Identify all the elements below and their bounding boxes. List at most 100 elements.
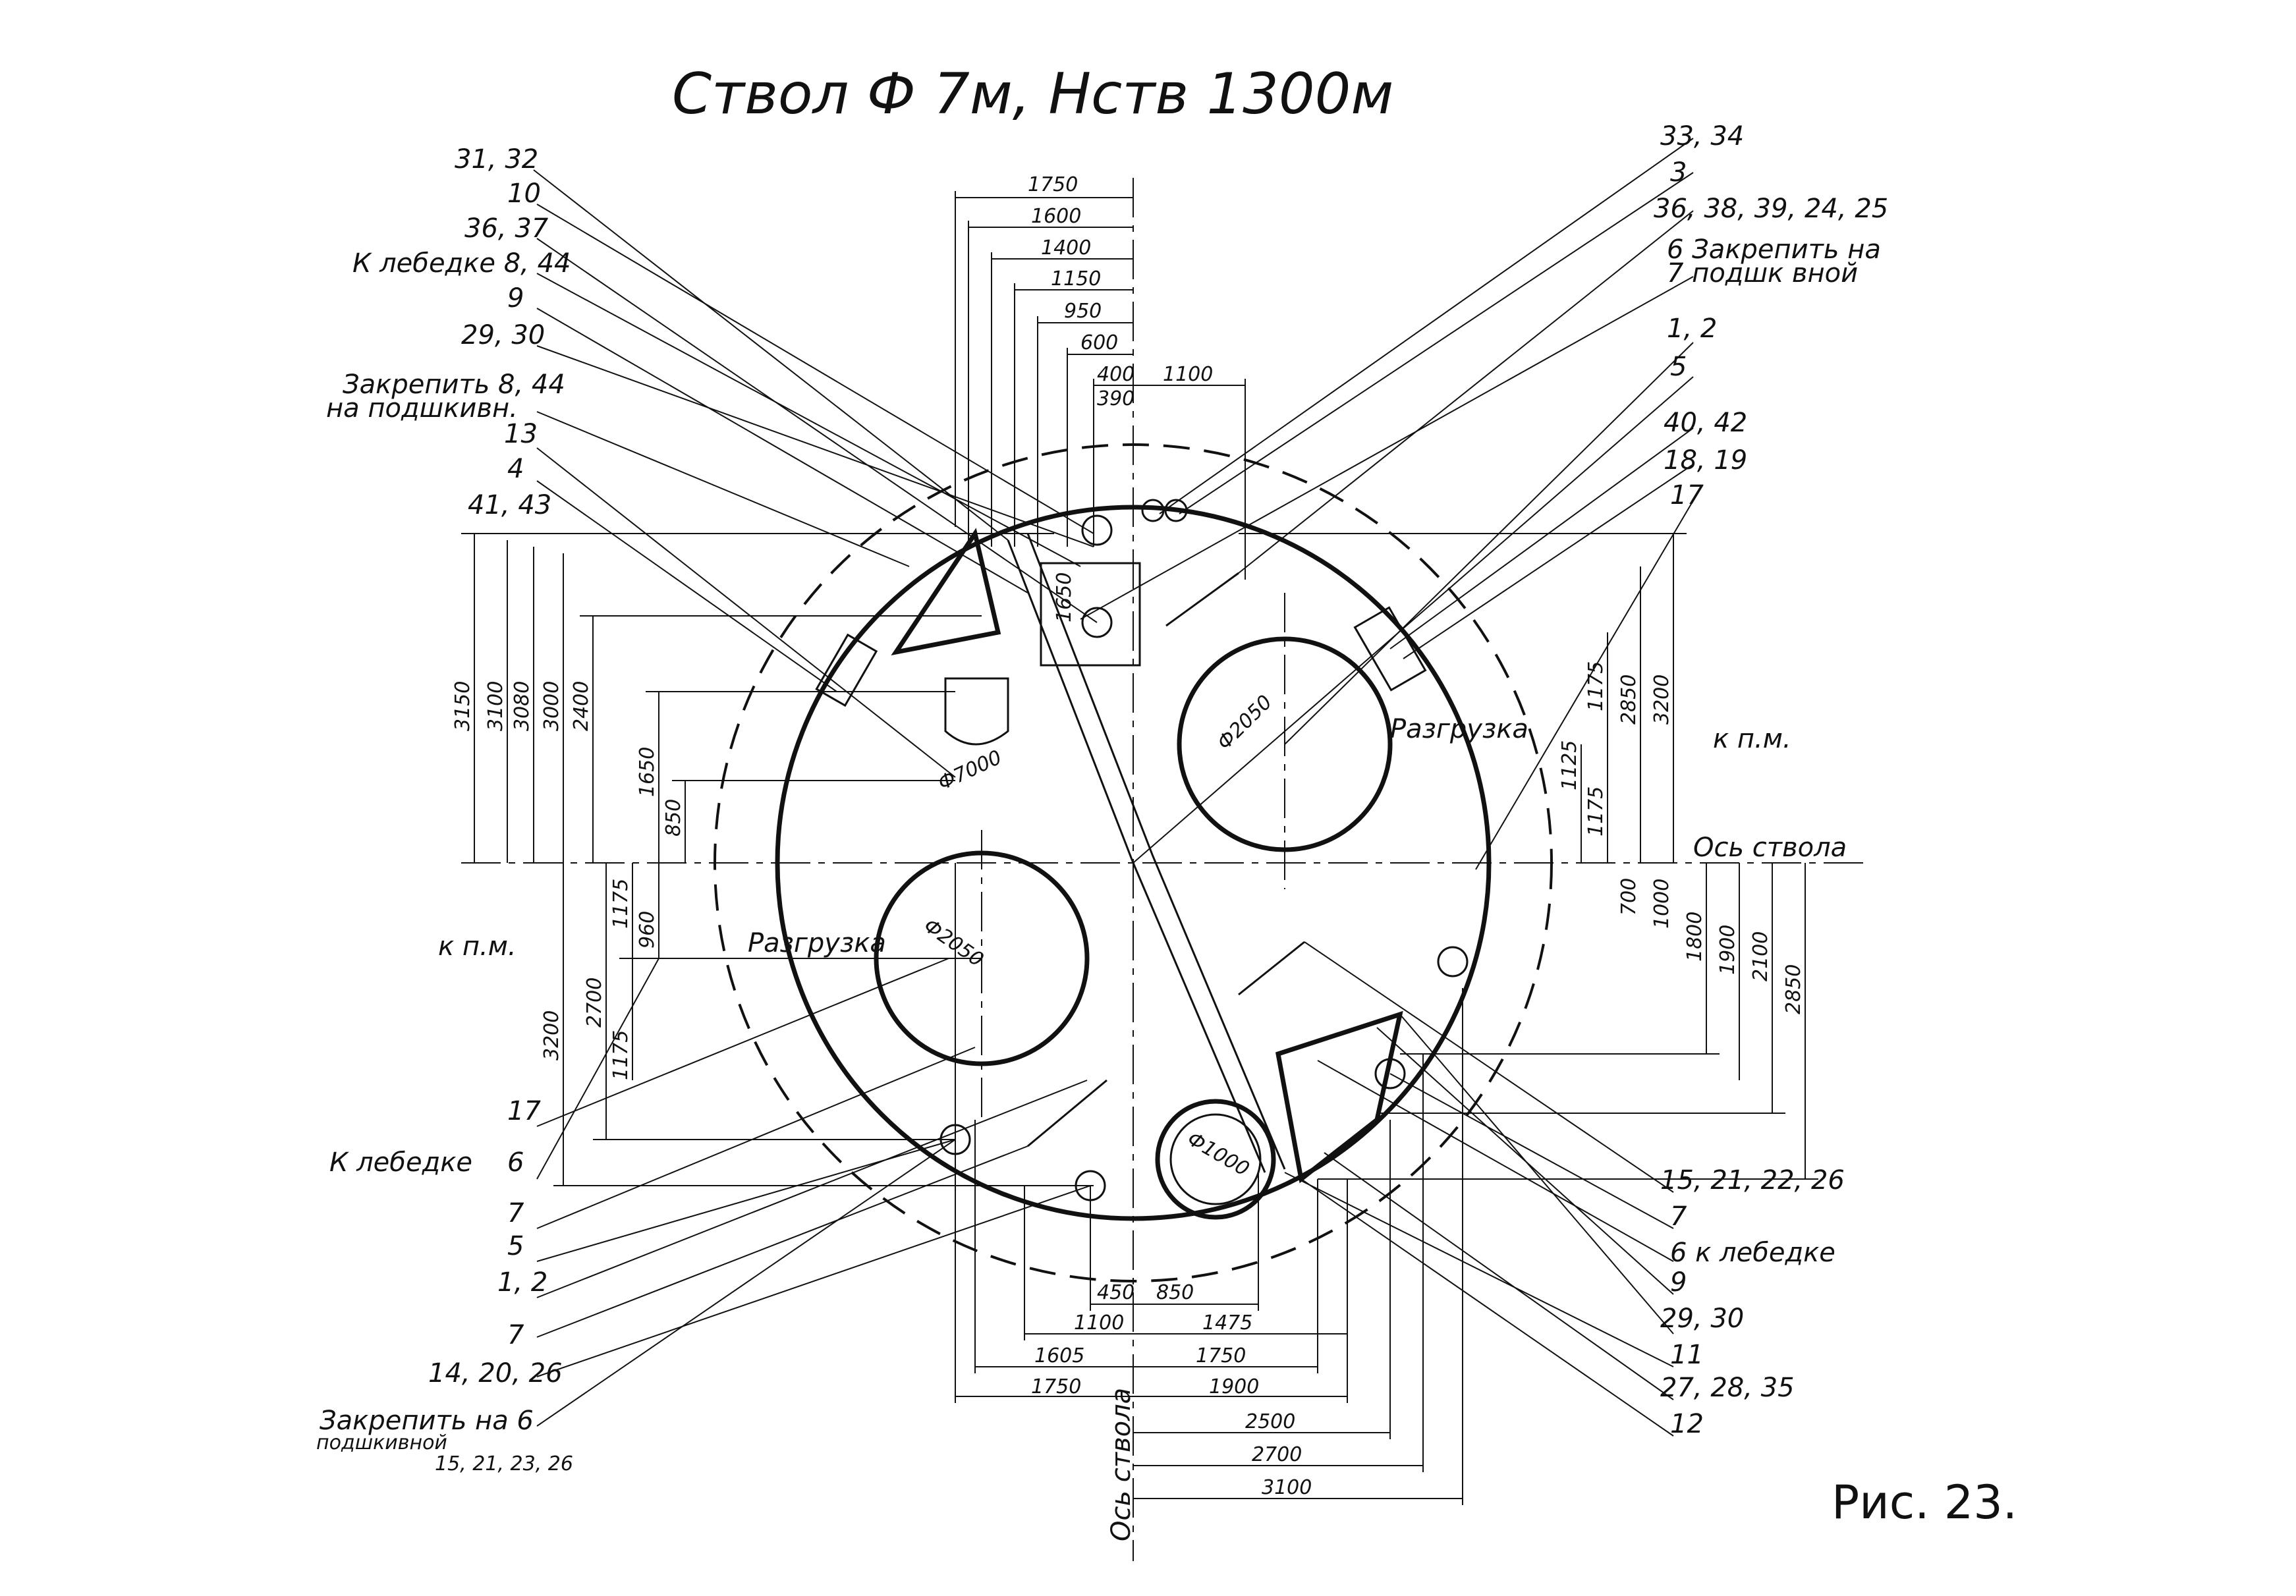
small-circle-outer	[1155, 1099, 1276, 1220]
dim-top-3: 1400	[1041, 236, 1091, 260]
label-right-6: 1, 2	[1667, 314, 1717, 344]
dim-left-5: 2400	[570, 681, 593, 731]
dim-left-4: 3000	[540, 681, 563, 731]
dim-right-10: 2100	[1749, 931, 1772, 981]
label-d1650: 1650	[1053, 572, 1076, 622]
dim-left-2: 3100	[484, 681, 507, 731]
dim-left-7: 850	[662, 799, 685, 837]
label-bl-3: 6	[507, 1147, 524, 1178]
dim-bot-9: 2500	[1245, 1410, 1295, 1433]
label-left-10: 4	[507, 454, 524, 484]
label-left-9: 13	[504, 419, 538, 449]
label-kpm-right: к п.м.	[1713, 724, 1791, 754]
label-bl-10: подшкивной	[316, 1431, 447, 1454]
label-right-5: 7 подшк вной	[1667, 258, 1858, 289]
hook-line-2	[1238, 941, 1305, 996]
label-axis-vertical: Ось ствола	[1106, 1388, 1136, 1541]
label-br-8: 12	[1670, 1409, 1704, 1439]
dim-left-11: 2700	[583, 977, 606, 1028]
dim-bot-10: 2700	[1252, 1443, 1302, 1466]
dim-right-8: 1800	[1683, 912, 1706, 962]
beam-diagonal-2	[1026, 533, 1286, 1170]
dim-top-7: 400	[1097, 363, 1134, 386]
triangle-bottom-right	[1275, 1010, 1403, 1184]
label-unload-left: Разгрузка	[748, 928, 886, 958]
label-left-6: 29, 30	[461, 320, 545, 350]
dim-left-6: 1650	[636, 747, 659, 797]
label-left-2: 10	[507, 179, 541, 209]
label-bl-4: 7	[507, 1198, 524, 1228]
label-right-7: 5	[1670, 352, 1687, 382]
label-d2050-left: Ф2050	[919, 914, 988, 972]
dim-left-3: 3080	[511, 681, 534, 731]
dim-bot-6: 1750	[1196, 1344, 1246, 1367]
dim-top-8: 390	[1097, 387, 1134, 410]
drawing-title: Ствол Ф 7м, Нств 1300м	[672, 61, 1393, 127]
dim-left-9: 960	[636, 911, 659, 949]
label-br-4: 9	[1670, 1267, 1687, 1298]
dim-right-6: 700	[1617, 878, 1640, 916]
dim-top-6: 600	[1080, 331, 1118, 354]
label-bl-2: К лебедке	[329, 1147, 472, 1178]
dim-right-1: 1175	[1584, 661, 1608, 711]
dim-right-2: 2850	[1617, 674, 1640, 725]
label-left-11: 41, 43	[468, 490, 551, 520]
label-bl-7: 7	[507, 1320, 524, 1350]
label-right-10: 17	[1670, 480, 1704, 510]
dim-top-5: 950	[1064, 300, 1102, 323]
bracket-box	[1040, 562, 1141, 667]
dim-top-4: 1150	[1051, 267, 1101, 290]
label-br-2: 7	[1670, 1201, 1687, 1232]
dim-bot-11: 3100	[1262, 1476, 1312, 1499]
label-axis-horizontal: Ось ствола	[1693, 833, 1847, 863]
label-right-1: 33, 34	[1660, 121, 1744, 151]
label-right-4: 6 Закрепить на	[1667, 234, 1881, 265]
label-bl-5: 5	[507, 1231, 524, 1261]
label-kpm-left: к п.м.	[438, 931, 517, 962]
hook-line-3	[1027, 1079, 1107, 1147]
dim-top-2: 1600	[1031, 205, 1081, 228]
dim-right-7: 1000	[1650, 879, 1673, 929]
dim-top-1: 1750	[1028, 173, 1078, 196]
label-bl-6: 1, 2	[497, 1267, 547, 1298]
pocket-right	[1353, 606, 1427, 692]
dim-left-1: 3150	[451, 681, 474, 731]
label-left-3: 36, 37	[464, 213, 549, 244]
dim-bot-4: 1475	[1202, 1311, 1252, 1335]
label-d1000: Ф1000	[1183, 1128, 1253, 1181]
label-br-7: 27, 28, 35	[1660, 1373, 1795, 1403]
dim-left-8: 1175	[609, 879, 632, 929]
label-right-2: 3	[1670, 157, 1687, 188]
dim-bot-1: 450	[1097, 1281, 1134, 1304]
dim-bot-3: 1100	[1074, 1311, 1124, 1335]
triangle-top-left	[891, 528, 1001, 656]
pocket-left	[815, 633, 878, 707]
hook-line-1	[1165, 572, 1239, 627]
dim-top-9: 1100	[1163, 363, 1213, 386]
label-bl-8: 14, 20, 26	[428, 1358, 563, 1389]
dim-bot-7: 1750	[1031, 1375, 1081, 1398]
pulley-right-2	[1437, 946, 1469, 977]
dim-right-4: 1125	[1558, 740, 1581, 790]
label-left-8: на подшкивн.	[326, 393, 518, 424]
figure-number: Рис. 23.	[1832, 1475, 2017, 1529]
label-right-8: 40, 42	[1664, 408, 1747, 438]
label-bl-9: Закрепить на 6	[320, 1406, 534, 1436]
label-left-4: К лебедке 8, 44	[352, 248, 571, 279]
label-br-6: 11	[1670, 1340, 1704, 1370]
label-unload-right: Разгрузка	[1390, 714, 1528, 744]
dim-right-9: 1900	[1716, 925, 1739, 975]
beam-diagonal	[1007, 539, 1266, 1173]
label-br-5: 29, 30	[1660, 1304, 1744, 1334]
dim-bot-2: 850	[1156, 1281, 1194, 1304]
label-d7000: Ф7000	[935, 746, 1005, 795]
label-left-1: 31, 32	[455, 144, 538, 175]
dim-left-10: 1175	[609, 1030, 632, 1080]
label-d2050-right: Ф2050	[1213, 691, 1277, 755]
pulley-top-3	[1164, 499, 1188, 522]
label-bl-11: 15, 21, 23, 26	[435, 1452, 573, 1475]
dim-left-12: 3200	[540, 1010, 563, 1060]
label-bl-1: 17	[507, 1096, 541, 1126]
pulley-top-1	[1081, 514, 1113, 546]
